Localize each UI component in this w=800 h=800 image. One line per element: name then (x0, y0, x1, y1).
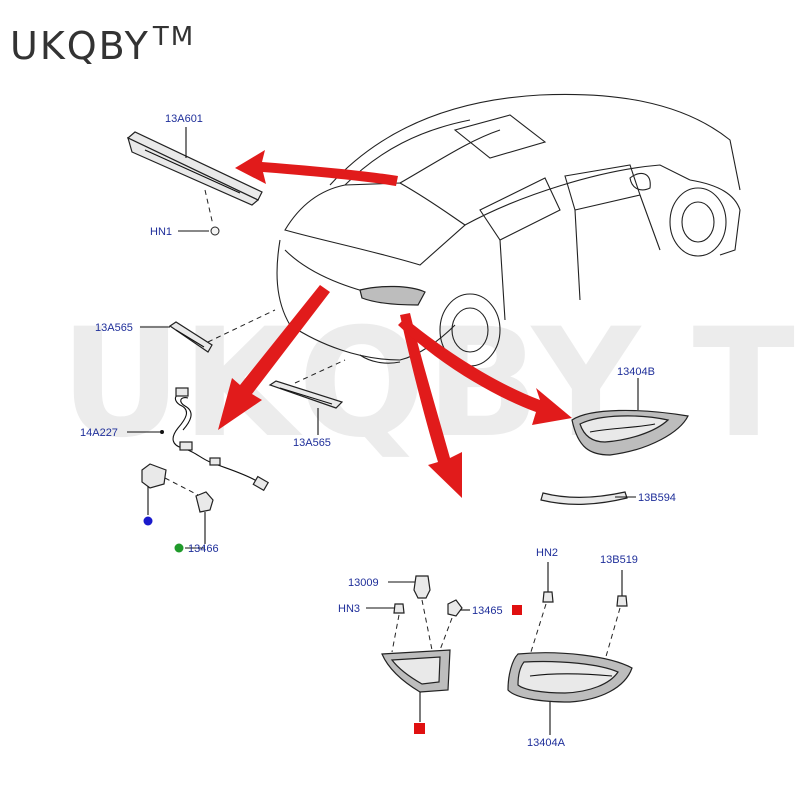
part-13B594[interactable] (540, 491, 628, 505)
brand-name: UKQBY (10, 24, 150, 68)
sunroof (453, 114, 547, 159)
label-13B594: 13B594 (638, 492, 676, 504)
dash-13A565-left (207, 309, 276, 343)
brand-tm: TM (152, 22, 196, 52)
part-13A565-center[interactable] (268, 380, 344, 409)
part-inner-lamp[interactable] (381, 649, 451, 693)
part-13009-bulb[interactable] (413, 575, 431, 599)
leader-dot-14A227 (160, 430, 164, 434)
label-HN3: HN3 (338, 603, 360, 615)
green-dot-marker (174, 543, 184, 553)
red-square-marker-13465 (512, 605, 522, 615)
dash-13465 (439, 617, 453, 651)
dash-13B519 (604, 607, 621, 661)
fastener-HN3[interactable] (393, 603, 405, 614)
leader-hn1-dash (204, 189, 214, 226)
pointer-arrows (218, 150, 572, 498)
arrow-to-13A601 (235, 150, 398, 186)
label-HN2: HN2 (536, 547, 558, 559)
blue-dot-marker (143, 516, 153, 526)
part-14A227-harness[interactable] (172, 387, 270, 492)
part-13466-bulb[interactable] (195, 491, 214, 513)
label-13A601: 13A601 (165, 113, 203, 125)
arrow-to-14A227 (218, 285, 330, 430)
label-13009: 13009 (348, 577, 379, 589)
fastener-HN1[interactable] (210, 226, 220, 236)
label-13466: 13466 (188, 543, 219, 555)
part-13465-socket[interactable] (447, 599, 463, 617)
dash-HN3 (391, 614, 400, 653)
label-13A565-left: 13A565 (95, 322, 133, 334)
arrow-to-13404A-group (400, 313, 462, 498)
fastener-HN2[interactable] (542, 591, 554, 603)
dash-13A565-center (294, 359, 346, 384)
label-13404A: 13404A (527, 737, 566, 749)
part-13A565-left[interactable] (168, 321, 213, 353)
label-HN1: HN1 (150, 226, 172, 238)
dash-13009 (421, 599, 433, 651)
part-13404A[interactable] (507, 652, 633, 703)
label-14A227: 14A227 (80, 427, 118, 439)
arrow-to-13404B (398, 318, 572, 425)
part-13B519[interactable] (616, 595, 628, 607)
label-13B519: 13B519 (600, 554, 638, 566)
dash-bulb (164, 477, 199, 496)
part-13404B[interactable] (571, 409, 689, 456)
red-square-marker-inner-lamp (414, 723, 425, 734)
part-13A601[interactable] (126, 131, 263, 206)
label-13465: 13465 (472, 605, 503, 617)
label-13A565-center: 13A565 (293, 437, 331, 449)
car-tail-light (359, 285, 426, 306)
watermark-text: UKQBY TM (60, 297, 800, 471)
bulb-socket[interactable] (141, 463, 167, 489)
label-13404B: 13404B (617, 366, 655, 378)
dash-HN2 (529, 603, 547, 656)
